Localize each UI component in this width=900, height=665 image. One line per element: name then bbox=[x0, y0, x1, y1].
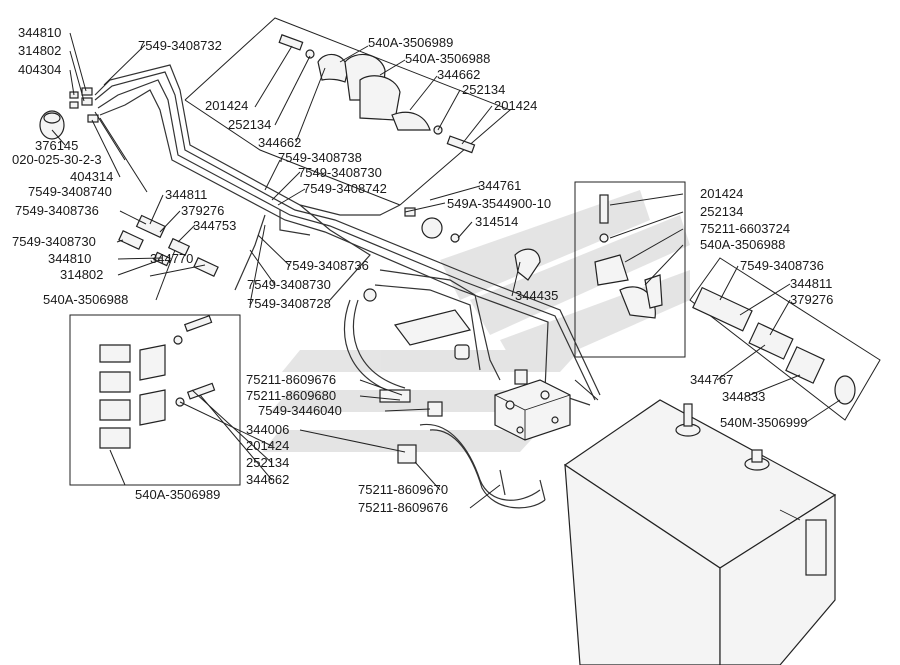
label-344811-right: 344811 bbox=[790, 276, 832, 291]
label-314514: 314514 bbox=[475, 214, 518, 229]
label-7549-3446040: 7549-3446040 bbox=[258, 403, 342, 418]
label-201424-top-left: 201424 bbox=[205, 98, 248, 113]
label-540a-3506988-left: 540A-3506988 bbox=[43, 292, 128, 307]
label-252134-bottom: 252134 bbox=[246, 455, 289, 470]
label-344662-top-left: 344662 bbox=[258, 135, 301, 150]
label-75211-8609680: 75211-8609680 bbox=[246, 388, 336, 403]
label-344435: 344435 bbox=[515, 288, 558, 303]
label-7549-3408736-left: 7549-3408736 bbox=[15, 203, 99, 218]
fitting-group-frame-right bbox=[689, 257, 881, 421]
label-314802-b: 314802 bbox=[60, 267, 103, 282]
clamp-set-left bbox=[99, 314, 216, 449]
label-540a-3506988-right: 540A-3506988 bbox=[700, 237, 785, 252]
label-7549-3408742: 7549-3408742 bbox=[303, 181, 387, 196]
label-540a-3506989-bottom: 540A-3506989 bbox=[135, 487, 220, 502]
label-201424-top-right: 201424 bbox=[494, 98, 537, 113]
label-540a-3506989-top: 540A-3506989 bbox=[368, 35, 453, 50]
label-549a-3544900-10: 549A-3544900-10 bbox=[447, 196, 551, 211]
coupling-cluster-topleft bbox=[39, 87, 99, 140]
label-7549-3408730-left: 7549-3408730 bbox=[12, 234, 96, 249]
label-344770: 344770 bbox=[150, 251, 193, 266]
label-344662-top-right: 344662 bbox=[437, 67, 480, 82]
label-75211-8609670: 75211-8609670 bbox=[358, 482, 448, 497]
leader-lines bbox=[51, 32, 841, 509]
label-404304: 404304 bbox=[18, 62, 61, 77]
fittings-left bbox=[118, 214, 219, 277]
label-379276-right: 379276 bbox=[790, 292, 833, 307]
label-252134-top-left: 252134 bbox=[228, 117, 271, 132]
label-344006: 344006 bbox=[246, 422, 289, 437]
label-201424-right: 201424 bbox=[700, 186, 743, 201]
label-020-025-30-2-3: 020-025-30-2-3 bbox=[12, 152, 102, 167]
label-344761: 344761 bbox=[478, 178, 521, 193]
label-75211-8609676-a: 75211-8609676 bbox=[246, 372, 336, 387]
hydraulic-cylinder bbox=[363, 288, 472, 360]
label-7549-3408728: 7549-3408728 bbox=[247, 296, 331, 311]
fittings-right bbox=[692, 286, 856, 405]
label-252134-right: 252134 bbox=[700, 204, 743, 219]
clamp-set-right bbox=[594, 194, 663, 319]
pipe-bundle bbox=[94, 64, 601, 509]
label-379276-left: 379276 bbox=[181, 203, 224, 218]
label-7549-3408740: 7549-3408740 bbox=[28, 184, 112, 199]
label-7549-3408730-top: 7549-3408730 bbox=[298, 165, 382, 180]
label-75211-8609676-b: 75211-8609676 bbox=[358, 500, 448, 515]
label-7549-3408730-mid: 7549-3408730 bbox=[247, 277, 331, 292]
label-344810-a: 344810 bbox=[18, 25, 61, 40]
hydraulic-tank bbox=[563, 399, 837, 665]
label-201424-bottom: 201424 bbox=[246, 438, 289, 453]
valve-block bbox=[494, 369, 571, 441]
label-252134-top-right: 252134 bbox=[462, 82, 505, 97]
label-540a-3506988-top: 540A-3506988 bbox=[405, 51, 490, 66]
clamp-group-frame-top bbox=[184, 17, 511, 206]
label-344662-bottom: 344662 bbox=[246, 472, 289, 487]
clamp-group-frame-right bbox=[574, 181, 686, 358]
misc-mid-parts bbox=[379, 207, 541, 464]
label-344811-left: 344811 bbox=[165, 187, 207, 202]
clamp-group-frame-left bbox=[69, 314, 241, 486]
label-344810-b: 344810 bbox=[48, 251, 91, 266]
label-314802-a: 314802 bbox=[18, 43, 61, 58]
label-540m-3506999: 540M-3506999 bbox=[720, 415, 807, 430]
label-7549-3408736-right: 7549-3408736 bbox=[740, 258, 824, 273]
label-75211-6603724: 75211-6603724 bbox=[700, 221, 790, 236]
clamp-set-top bbox=[278, 34, 476, 154]
label-7549-3408732: 7549-3408732 bbox=[138, 38, 222, 53]
label-344767: 344767 bbox=[690, 372, 733, 387]
label-7549-3408738: 7549-3408738 bbox=[278, 150, 362, 165]
part-labels: 344810 314802 404304 7549-3408732 540A-3… bbox=[12, 25, 833, 515]
label-344833: 344833 bbox=[722, 389, 765, 404]
label-7549-3408736-mid: 7549-3408736 bbox=[285, 258, 369, 273]
label-376145: 376145 bbox=[35, 138, 78, 153]
label-344753: 344753 bbox=[193, 218, 236, 233]
label-404314: 404314 bbox=[70, 169, 113, 184]
